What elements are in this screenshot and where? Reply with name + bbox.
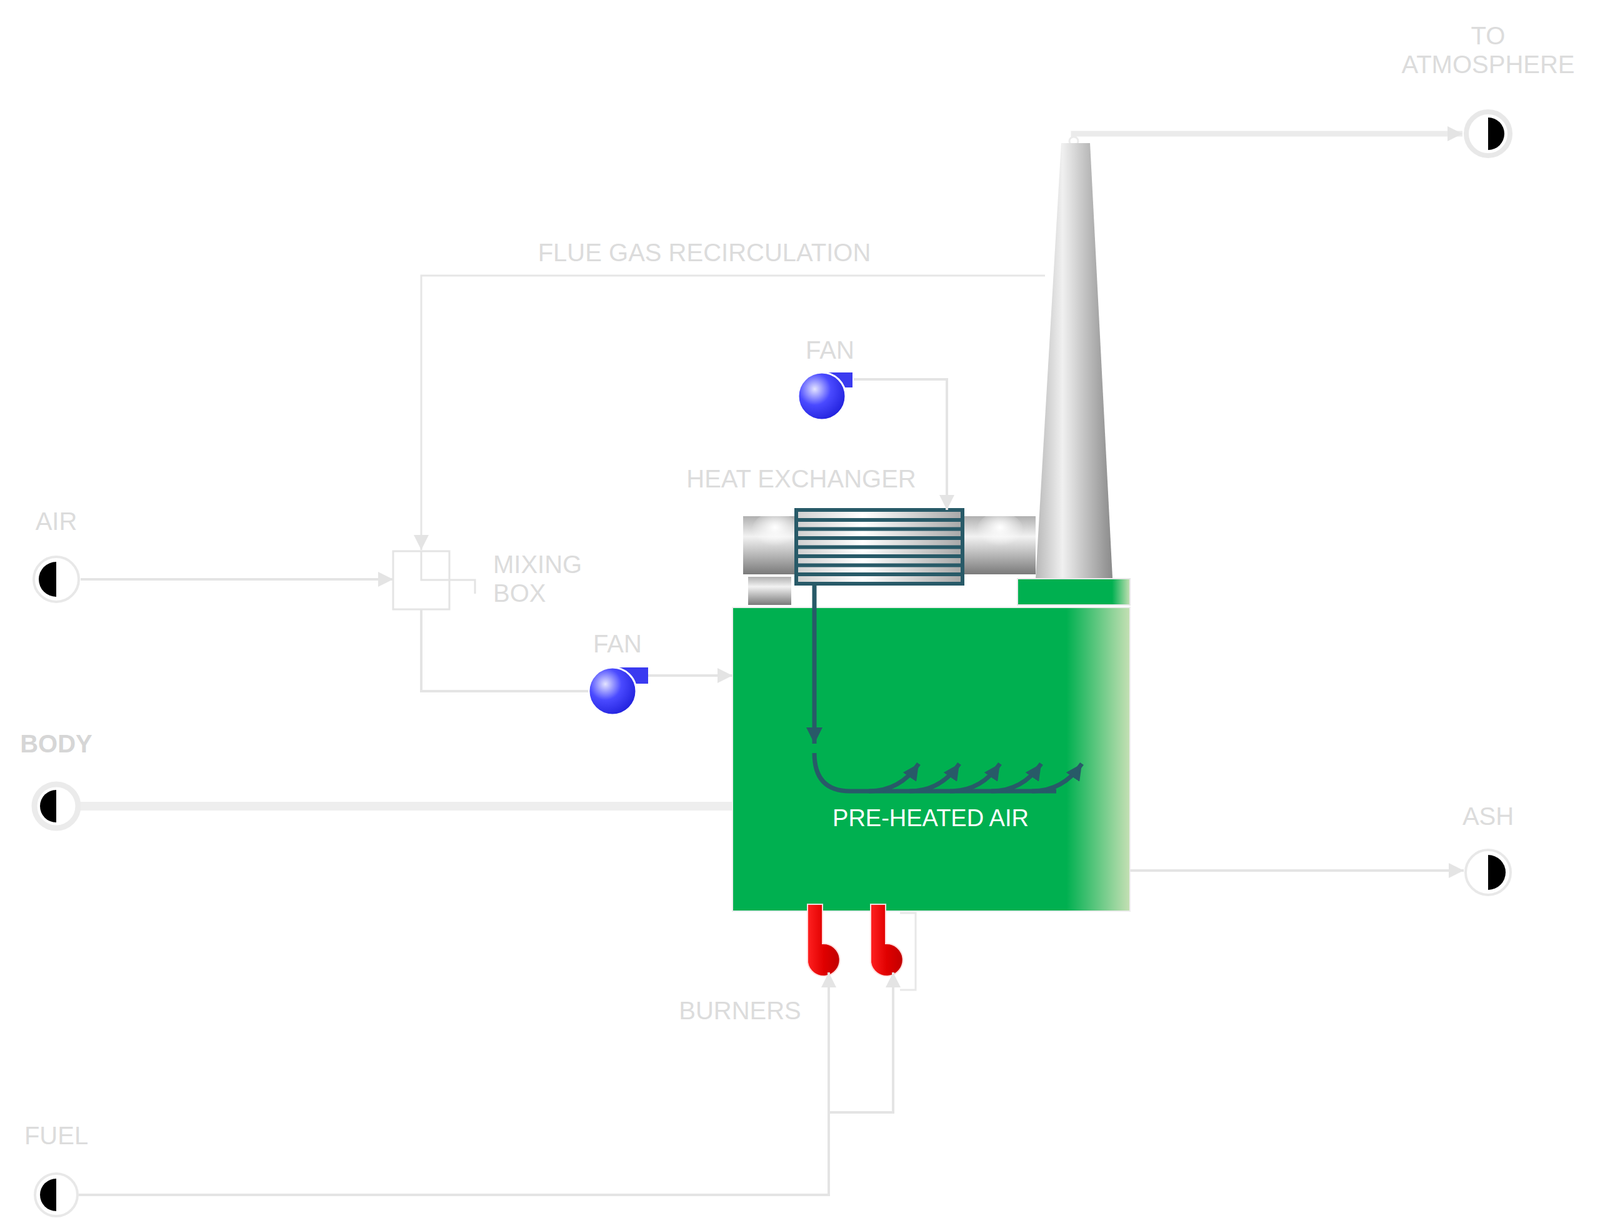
node-label: BODY <box>20 729 93 759</box>
port-symbol <box>1465 850 1511 895</box>
flow-connector <box>80 806 733 807</box>
flow-connector <box>421 609 589 692</box>
fan: FAN <box>588 666 649 716</box>
node-label: FAN <box>805 335 855 365</box>
inlet-port: AIR <box>31 555 81 604</box>
inlet-port: FUEL <box>33 1172 79 1218</box>
node-label: HEAT EXCHANGER <box>686 464 916 494</box>
burners: BURNERS <box>806 903 909 973</box>
node-label: PRE-HEATED AIR <box>832 805 1029 833</box>
flow-connector <box>1130 870 1464 872</box>
flow-connector <box>80 578 394 581</box>
mixing-box: MIXING BOX <box>393 551 450 610</box>
flow-connector <box>828 972 894 1113</box>
chimney-stack <box>1035 143 1113 579</box>
port-symbol <box>35 1173 78 1217</box>
duct-highlight <box>976 512 1024 550</box>
mixing-box-symbol <box>393 551 475 610</box>
outlet-port: ASH <box>1463 848 1513 897</box>
node-label: AIR <box>35 506 78 536</box>
flow-connector <box>80 801 733 811</box>
node-label: FAN <box>593 629 642 659</box>
node-label: ASH <box>1462 801 1514 831</box>
node-label: TO ATMOSPHERE <box>1401 21 1575 79</box>
node-label: BURNERS <box>678 996 802 1025</box>
flow-connector <box>812 583 817 608</box>
flow-connector <box>78 972 894 1195</box>
coil-winding <box>798 536 961 540</box>
flow-connector <box>648 675 733 677</box>
furnace-body <box>732 607 1130 912</box>
inlet-port: BODY <box>31 781 81 831</box>
coil-winding <box>798 527 961 532</box>
fan-symbol <box>588 667 649 715</box>
flow-connector <box>814 583 815 608</box>
duct-stub <box>748 576 792 605</box>
flow-connector <box>80 579 394 580</box>
burner-symbol <box>807 904 904 977</box>
preheated-air-flow <box>814 607 1082 792</box>
fan: FAN <box>797 371 854 421</box>
furnace: PRE-HEATED AIR <box>732 607 1130 912</box>
flow-connector <box>648 674 733 677</box>
port-symbol <box>34 784 79 829</box>
furnace-top-block <box>1017 578 1130 605</box>
fan-symbol <box>798 372 853 420</box>
port-symbol <box>33 556 79 602</box>
stream-label: FLUE GAS RECIRCULATION <box>538 238 872 267</box>
coil-winding <box>798 554 961 559</box>
flow-connector <box>421 609 589 692</box>
node-label: MIXING BOX <box>493 550 582 608</box>
coil-windings <box>798 520 961 575</box>
port-symbol <box>1466 111 1510 156</box>
flow-connector <box>78 972 829 1195</box>
node-label: FUEL <box>24 1121 89 1150</box>
coil-winding <box>798 563 961 568</box>
coil-winding <box>798 572 961 577</box>
exhaust-line <box>1073 133 1463 142</box>
coil-winding <box>798 545 961 550</box>
heat-exchanger: HEAT EXCHANGER <box>743 510 1036 584</box>
outlet-port: TO ATMOSPHERE <box>1463 109 1513 159</box>
flow-connector <box>1130 869 1464 872</box>
coil-winding <box>798 518 961 522</box>
burner-housing-line <box>900 913 916 990</box>
heat-exchanger-coil <box>796 510 963 584</box>
duct-highlight <box>751 512 799 550</box>
